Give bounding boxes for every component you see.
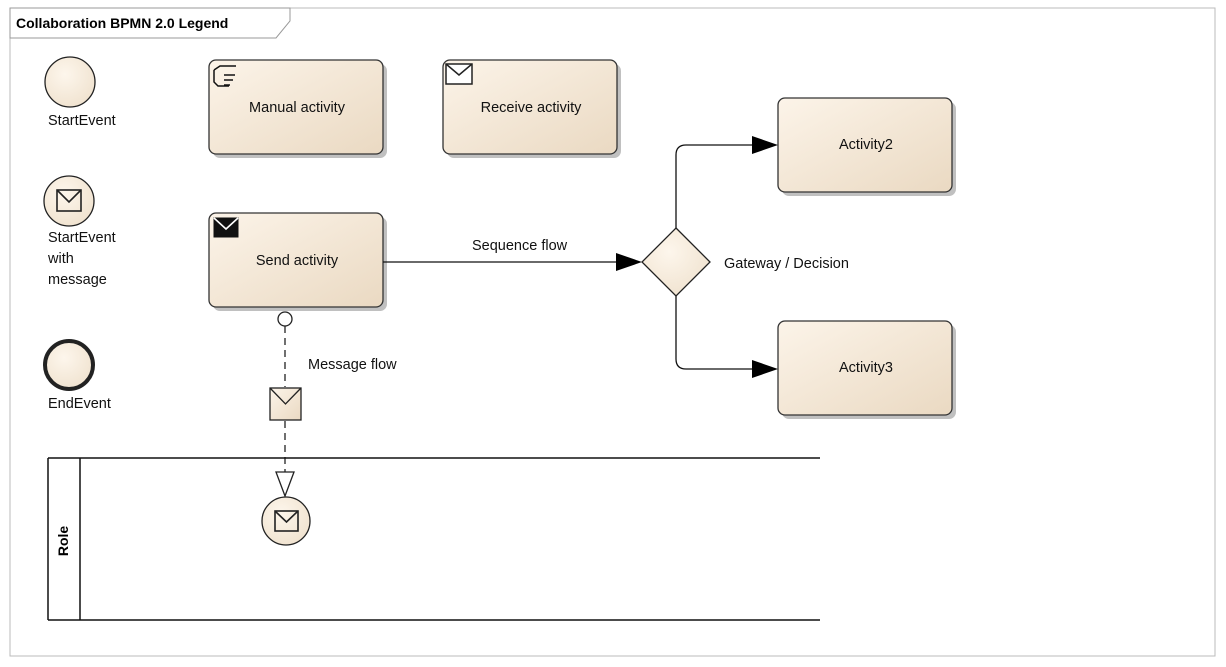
receive-activity-label: Receive activity <box>481 100 582 116</box>
send-activity[interactable]: Send activity <box>208 212 387 311</box>
frame-title: Collaboration BPMN 2.0 Legend <box>16 15 228 31</box>
frame-tab: Collaboration BPMN 2.0 Legend <box>9 7 291 39</box>
message-flow-origin <box>277 311 293 327</box>
activity2[interactable]: Activity2 <box>777 97 956 196</box>
manual-activity-label: Manual activity <box>249 100 346 116</box>
pool-role[interactable]: Role <box>47 457 820 621</box>
hand-icon <box>213 65 236 87</box>
arrowhead-icon <box>752 136 778 154</box>
start-message-label-3: message <box>48 272 107 288</box>
activity3-label: Activity3 <box>839 360 893 376</box>
envelope-icon <box>274 510 299 532</box>
arrowhead-icon <box>752 360 778 378</box>
message-start-event-in-pool[interactable] <box>261 496 311 546</box>
start-event[interactable] <box>44 56 96 108</box>
message-flow[interactable] <box>269 311 302 498</box>
activity2-label: Activity2 <box>839 137 893 153</box>
end-event-label: EndEvent <box>48 396 111 412</box>
start-message-label-1: StartEvent <box>48 230 116 246</box>
gateway-label: Gateway / Decision <box>724 256 849 272</box>
arrowhead-icon <box>616 253 642 271</box>
envelope-icon <box>56 189 82 212</box>
sequence-flow-label: Sequence flow <box>472 238 568 254</box>
pool-label: Role <box>55 526 71 557</box>
start-message-event[interactable] <box>43 175 95 227</box>
activity3[interactable]: Activity3 <box>777 320 956 419</box>
send-activity-label: Send activity <box>256 253 339 269</box>
envelope-icon <box>445 63 473 85</box>
sequence-flow-to-activity3[interactable] <box>675 296 778 378</box>
sequence-flow[interactable] <box>383 253 642 271</box>
filled-envelope-icon <box>213 217 239 238</box>
message-flow-label: Message flow <box>308 357 397 373</box>
start-event-label: StartEvent <box>48 113 116 129</box>
start-message-label-2: with <box>47 251 74 267</box>
receive-activity[interactable]: Receive activity <box>442 59 621 158</box>
sequence-flow-to-activity2[interactable] <box>675 136 778 228</box>
open-arrowhead-icon <box>275 471 295 498</box>
message-envelope-icon <box>269 387 302 421</box>
end-event[interactable] <box>43 339 95 391</box>
manual-activity[interactable]: Manual activity <box>208 59 387 158</box>
